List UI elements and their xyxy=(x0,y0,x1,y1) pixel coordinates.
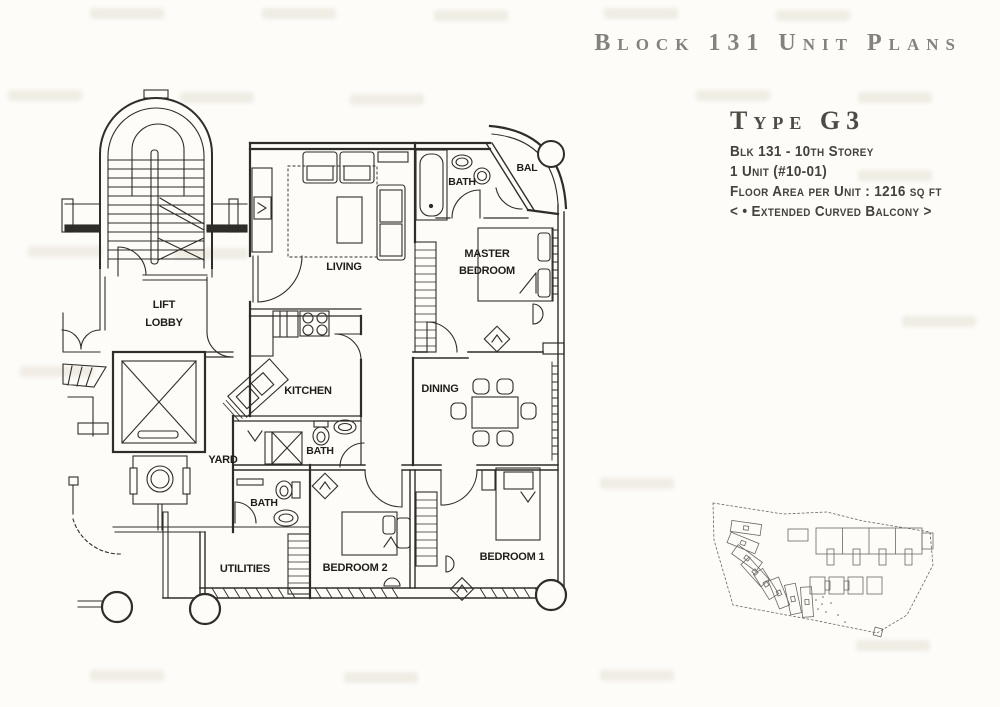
watermark xyxy=(262,8,336,19)
living-furniture xyxy=(251,151,409,303)
label-kitchen: KITCHEN xyxy=(284,385,332,397)
bedroom1-furniture xyxy=(415,467,541,602)
room-labels: LIVING BATH BAL MASTER BEDROOM LIFT LOBB… xyxy=(145,162,544,575)
dining-furniture xyxy=(450,378,537,447)
watermark xyxy=(344,672,418,683)
lift-wc xyxy=(129,455,191,531)
watermark xyxy=(776,10,850,21)
windows xyxy=(211,227,559,599)
site-map-fan-blocks xyxy=(726,520,814,618)
watermark xyxy=(28,246,102,257)
columns xyxy=(100,578,568,626)
common-bath-fixtures xyxy=(264,419,365,468)
corridor xyxy=(61,198,248,233)
unit-balcony-note: < • Extended Curved Balcony > xyxy=(730,203,932,220)
kitchen-fixtures xyxy=(222,310,362,422)
label-bedroom1: BEDROOM 1 xyxy=(480,551,545,563)
label-master-line2: BEDROOM xyxy=(459,265,515,277)
label-lift: LIFT xyxy=(153,299,176,311)
staircase xyxy=(99,89,213,278)
watermark xyxy=(90,8,164,19)
label-master-bath: BATH xyxy=(448,176,476,188)
corridor-cabinet xyxy=(311,472,339,500)
watermark xyxy=(600,478,674,489)
balcony-structure xyxy=(488,124,568,210)
label-master-line1: MASTER xyxy=(464,248,510,260)
unit-walls xyxy=(112,141,565,600)
watermark xyxy=(604,8,678,19)
site-map-mid-blocks xyxy=(809,576,883,595)
master-bath-fixtures xyxy=(415,149,491,221)
watermark xyxy=(696,90,770,101)
watermark xyxy=(434,10,508,21)
label-bedroom2: BEDROOM 2 xyxy=(323,562,388,574)
site-map-small-block xyxy=(872,626,884,638)
label-living: LIVING xyxy=(326,261,361,273)
watermark xyxy=(902,316,976,327)
label-common-bath: BATH xyxy=(306,445,334,457)
label-utilities: UTILITIES xyxy=(220,563,270,575)
unit-type-heading: Type G3 xyxy=(730,106,866,135)
label-lower-bath: BATH xyxy=(250,497,278,509)
unit-block-storey: Blk 131 - 10th Storey xyxy=(730,143,874,160)
watermark xyxy=(858,92,932,103)
label-lobby: LOBBY xyxy=(145,317,183,329)
bedroom2-furniture xyxy=(341,469,411,587)
unit-info-block: Type G3 Blk 131 - 10th Storey 1 Unit (#1… xyxy=(730,106,965,222)
label-dining: DINING xyxy=(421,383,458,395)
watermark xyxy=(600,670,674,681)
unit-floor-area: Floor Area per Unit : 1216 sq ft xyxy=(730,183,942,200)
watermark xyxy=(856,640,930,651)
label-yard: YARD xyxy=(208,454,238,466)
label-balcony: BAL xyxy=(517,162,539,174)
unit-count: 1 Unit (#10-01) xyxy=(730,163,828,180)
watermark xyxy=(180,92,254,103)
adjacent-structures xyxy=(62,312,206,608)
lift-lobby xyxy=(61,274,233,358)
wardrobe-hatch xyxy=(414,241,437,353)
watermark xyxy=(8,90,82,101)
site-map-row-blocks xyxy=(787,527,934,566)
lower-bath-fixtures xyxy=(234,478,301,527)
lift-shaft xyxy=(111,350,207,454)
site-map xyxy=(712,502,934,638)
watermark xyxy=(20,366,94,377)
watermark xyxy=(858,170,932,181)
watermark xyxy=(350,94,424,105)
watermark xyxy=(90,670,164,681)
yard-marks xyxy=(204,351,263,442)
master-bedroom-furniture xyxy=(426,227,554,353)
site-map-speckles xyxy=(815,596,846,623)
utilities-wardrobe xyxy=(287,533,311,595)
page-title: Block 131 Unit Plans xyxy=(594,30,962,56)
